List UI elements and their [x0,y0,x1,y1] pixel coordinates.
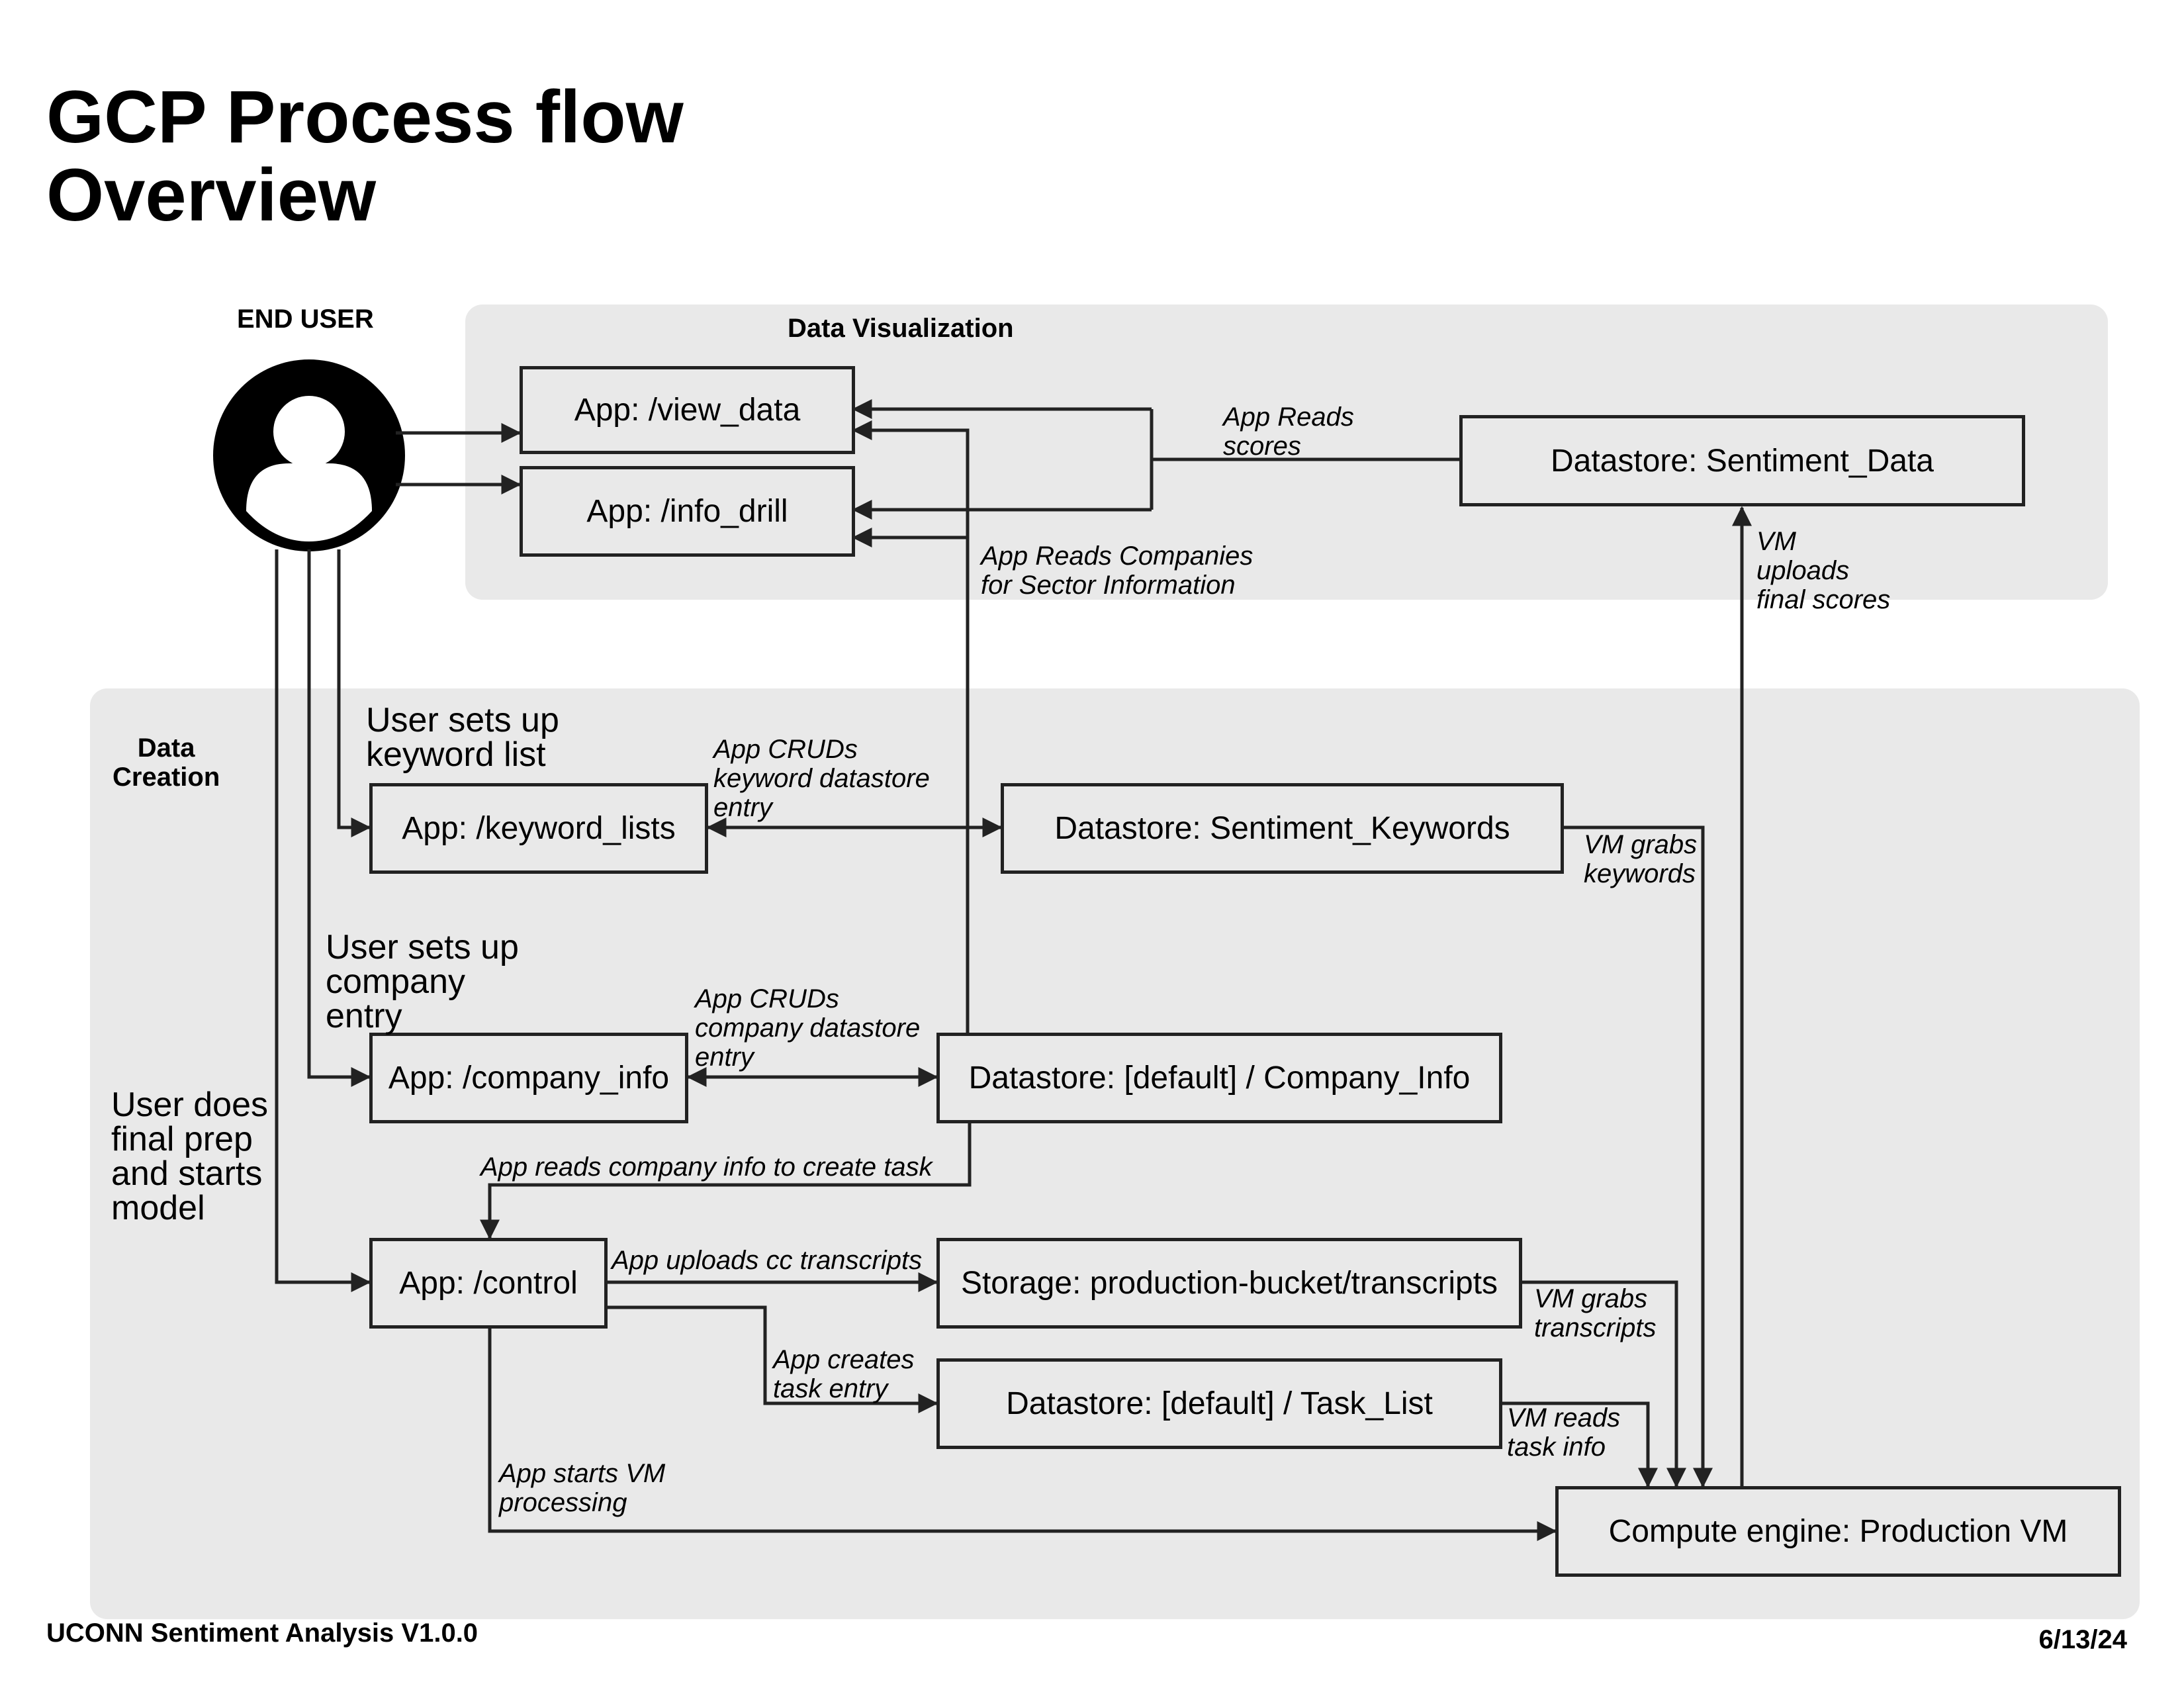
reads-scores-label-line-1: App Reads [1223,402,1354,432]
storage-to-compute-arrow [1522,1280,1686,1488]
creates-task-label-line-1: App creates [773,1345,915,1374]
user-model-note-line-2: final prep [111,1120,253,1158]
data-creation-label: Data Creation [113,733,220,792]
user-model-note: User does final prep and starts model [111,1088,268,1225]
user-keyword-note: User sets up keyword list [366,703,559,772]
page-title: GCP Process flow Overview [46,78,684,234]
data-creation-label-line-2: Creation [113,763,220,792]
keywords-to-compute-arrow [1564,825,1713,1488]
task-list-datastore-box: Datastore: [default] / Task_List [936,1358,1502,1449]
page-title-line-2: Overview [46,154,377,236]
uploads-transcripts-label: App uploads cc transcripts [612,1246,922,1275]
reads-companies-label-line-1: App Reads Companies [981,541,1253,571]
reads-company-task-label: App reads company info to create task [480,1152,933,1182]
reads-scores-label: App Reads scores [1223,402,1354,461]
company-crud-label-line-1: App CRUDs [695,984,839,1013]
vm-uploads-label-line-3: final scores [1756,585,1891,614]
user-keyword-note-line-2: keyword list [366,735,546,774]
user-keyword-note-line-1: User sets up [366,701,559,739]
reads-scores-label-line-2: scores [1223,432,1301,461]
user-company-note-line-3: entry [326,997,402,1035]
sentiment-data-datastore-box: Datastore: Sentiment_Data [1459,415,2025,506]
user-to-company-info-arrow [307,549,371,1087]
creates-task-label: App creates task entry [773,1345,914,1403]
vm-uploads-label: VM uploads final scores [1756,527,1890,614]
vm-grabs-transcripts-label: VM grabs transcripts [1534,1284,1657,1342]
keyword-lists-app-box: App: /keyword_lists [369,783,708,874]
data-visualization-label: Data Visualization [788,314,1014,343]
control-to-task-list-arrow [608,1305,938,1413]
user-company-note-line-2: company [326,962,465,1001]
keyword-crud-label: App CRUDs keyword datastore entry [713,735,930,822]
compute-engine-box: Compute engine: Production VM [1555,1486,2121,1577]
info-drill-app-box: App: /info_drill [520,466,855,557]
vm-grabs-keywords-label-line-2: keywords [1584,859,1696,888]
company-crud-label: App CRUDs company datastore entry [695,984,920,1072]
company-to-control-arrow [480,1122,972,1240]
company-to-view-data-arrow [852,420,970,1033]
footer-date: 6/13/24 [2038,1625,2127,1654]
reads-company-task-label-line-1: App reads company info to create task [480,1152,933,1182]
vm-grabs-keywords-label-line-1: VM grabs [1584,830,1698,859]
keyword-crud-label-line-2: keyword datastore [713,764,930,793]
user-model-note-line-4: model [111,1189,205,1227]
sentiment-to-view-data-arrow [854,409,1154,510]
user-company-note-line-1: User sets up [326,928,519,966]
vm-grabs-transcripts-label-line-1: VM grabs [1534,1284,1648,1313]
vm-grabs-transcripts-label-line-2: transcripts [1534,1313,1657,1342]
data-creation-label-line-1: Data [137,733,195,763]
vm-uploads-label-line-1: VM [1756,527,1796,556]
vm-reads-task-label-line-2: task info [1507,1432,1606,1462]
starts-vm-label-line-1: App starts VM [499,1459,666,1488]
company-crud-label-line-2: company datastore [695,1013,921,1043]
storage-bucket-box: Storage: production-bucket/transcripts [936,1238,1522,1329]
vm-grabs-keywords-label: VM grabs keywords [1584,830,1697,888]
uploads-transcripts-label-line-1: App uploads cc transcripts [612,1246,923,1275]
footer-project-name: UCONN Sentiment Analysis V1.0.0 [46,1618,478,1648]
control-app-box: App: /control [369,1238,608,1329]
user-avatar-icon [213,359,405,551]
user-company-note: User sets up company entry [326,930,519,1033]
vm-reads-task-label: VM reads task info [1507,1403,1620,1462]
reads-companies-label: App Reads Companies for Sector Informati… [981,541,1253,600]
vm-reads-task-label-line-1: VM reads [1507,1403,1621,1432]
data-creation-region [90,688,2140,1619]
starts-vm-label: App starts VM processing [499,1459,665,1517]
vm-uploads-label-line-2: uploads [1756,556,1850,585]
user-model-note-line-1: User does [111,1086,268,1124]
task-list-to-compute-arrow [1502,1401,1658,1488]
control-to-compute-arrow [488,1327,1557,1541]
starts-vm-label-line-2: processing [499,1488,627,1517]
user-to-control-arrow [275,549,371,1292]
end-user-label: END USER [237,305,374,334]
user-to-keyword-lists-arrow [337,549,371,837]
keyword-crud-label-line-1: App CRUDs [713,735,858,764]
reads-companies-label-line-2: for Sector Information [981,571,1236,600]
user-model-note-line-3: and starts [111,1154,263,1193]
creates-task-label-line-2: task entry [773,1374,888,1403]
sentiment-keywords-datastore-box: Datastore: Sentiment_Keywords [1001,783,1564,874]
company-crud-label-line-3: entry [695,1043,754,1072]
company-info-app-box: App: /company_info [369,1033,688,1123]
view-data-app-box: App: /view_data [520,366,855,454]
page-title-line-1: GCP Process flow [46,75,684,158]
company-info-datastore-box: Datastore: [default] / Company_Info [936,1033,1502,1123]
keyword-crud-label-line-3: entry [713,793,772,822]
